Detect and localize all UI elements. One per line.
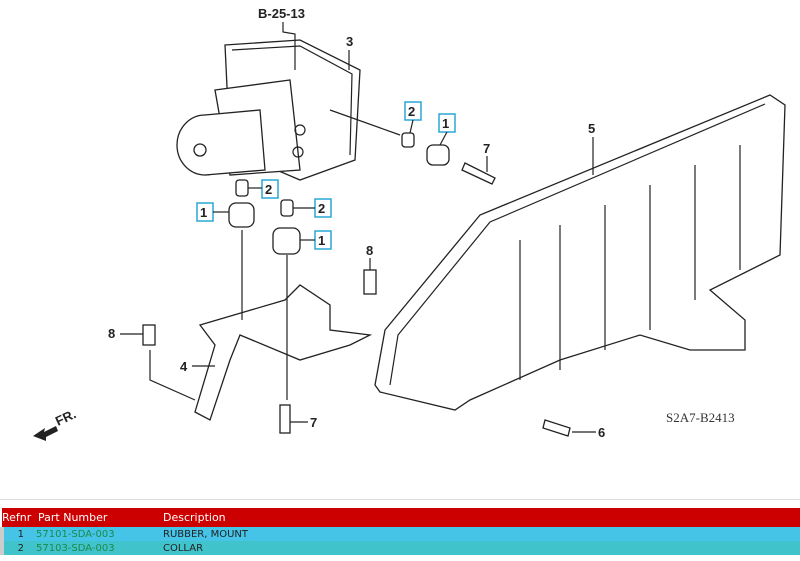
- row-refnr: 2: [0, 541, 32, 555]
- callout-1: 1: [442, 116, 449, 131]
- drawing-code: S2A7-B2413: [666, 410, 735, 425]
- callout-3: 3: [346, 34, 353, 49]
- abs-modulator-drawing: [176, 39, 361, 181]
- header-refnr: Refnr: [2, 508, 32, 527]
- callout-4: 4: [180, 359, 188, 374]
- header-description: Description: [163, 508, 800, 527]
- table-row[interactable]: 2 57103-SDA-003 COLLAR: [0, 541, 800, 555]
- callout-7: 7: [483, 141, 490, 156]
- row-description: COLLAR: [163, 541, 800, 555]
- callout-1: 1: [318, 233, 325, 248]
- callout-5: 5: [588, 121, 595, 136]
- direction-label: FR.: [53, 406, 78, 428]
- divider: [0, 499, 800, 500]
- shield-drawing: [374, 94, 786, 411]
- row-refnr: 1: [0, 527, 32, 541]
- parts-table: Refnr Part Number Description 1 57101-SD…: [0, 508, 800, 555]
- table-header: Refnr Part Number Description: [2, 508, 800, 527]
- callout-8: 8: [108, 326, 115, 341]
- callout-6: 6: [598, 425, 605, 440]
- callout-8: 8: [366, 243, 373, 258]
- row-part-number-link[interactable]: 57101-SDA-003: [32, 527, 163, 541]
- row-part-number-link[interactable]: 57103-SDA-003: [32, 541, 163, 555]
- front-direction-arrow-icon: [33, 426, 58, 441]
- callout-1: 1: [200, 205, 207, 220]
- table-row[interactable]: 1 57101-SDA-003 RUBBER, MOUNT: [0, 527, 800, 541]
- callout-2: 2: [265, 182, 272, 197]
- parts-diagram: B-25-13 3 2 1 2 1 2 1 7 4 8 8 7 5 6: [33, 6, 786, 441]
- row-description: RUBBER, MOUNT: [163, 527, 800, 541]
- callout-2: 2: [318, 201, 325, 216]
- callout-2: 2: [408, 104, 415, 119]
- header-part-number: Part Number: [32, 508, 163, 527]
- callout-7: 7: [310, 415, 317, 430]
- ref-label[interactable]: B-25-13: [258, 6, 305, 21]
